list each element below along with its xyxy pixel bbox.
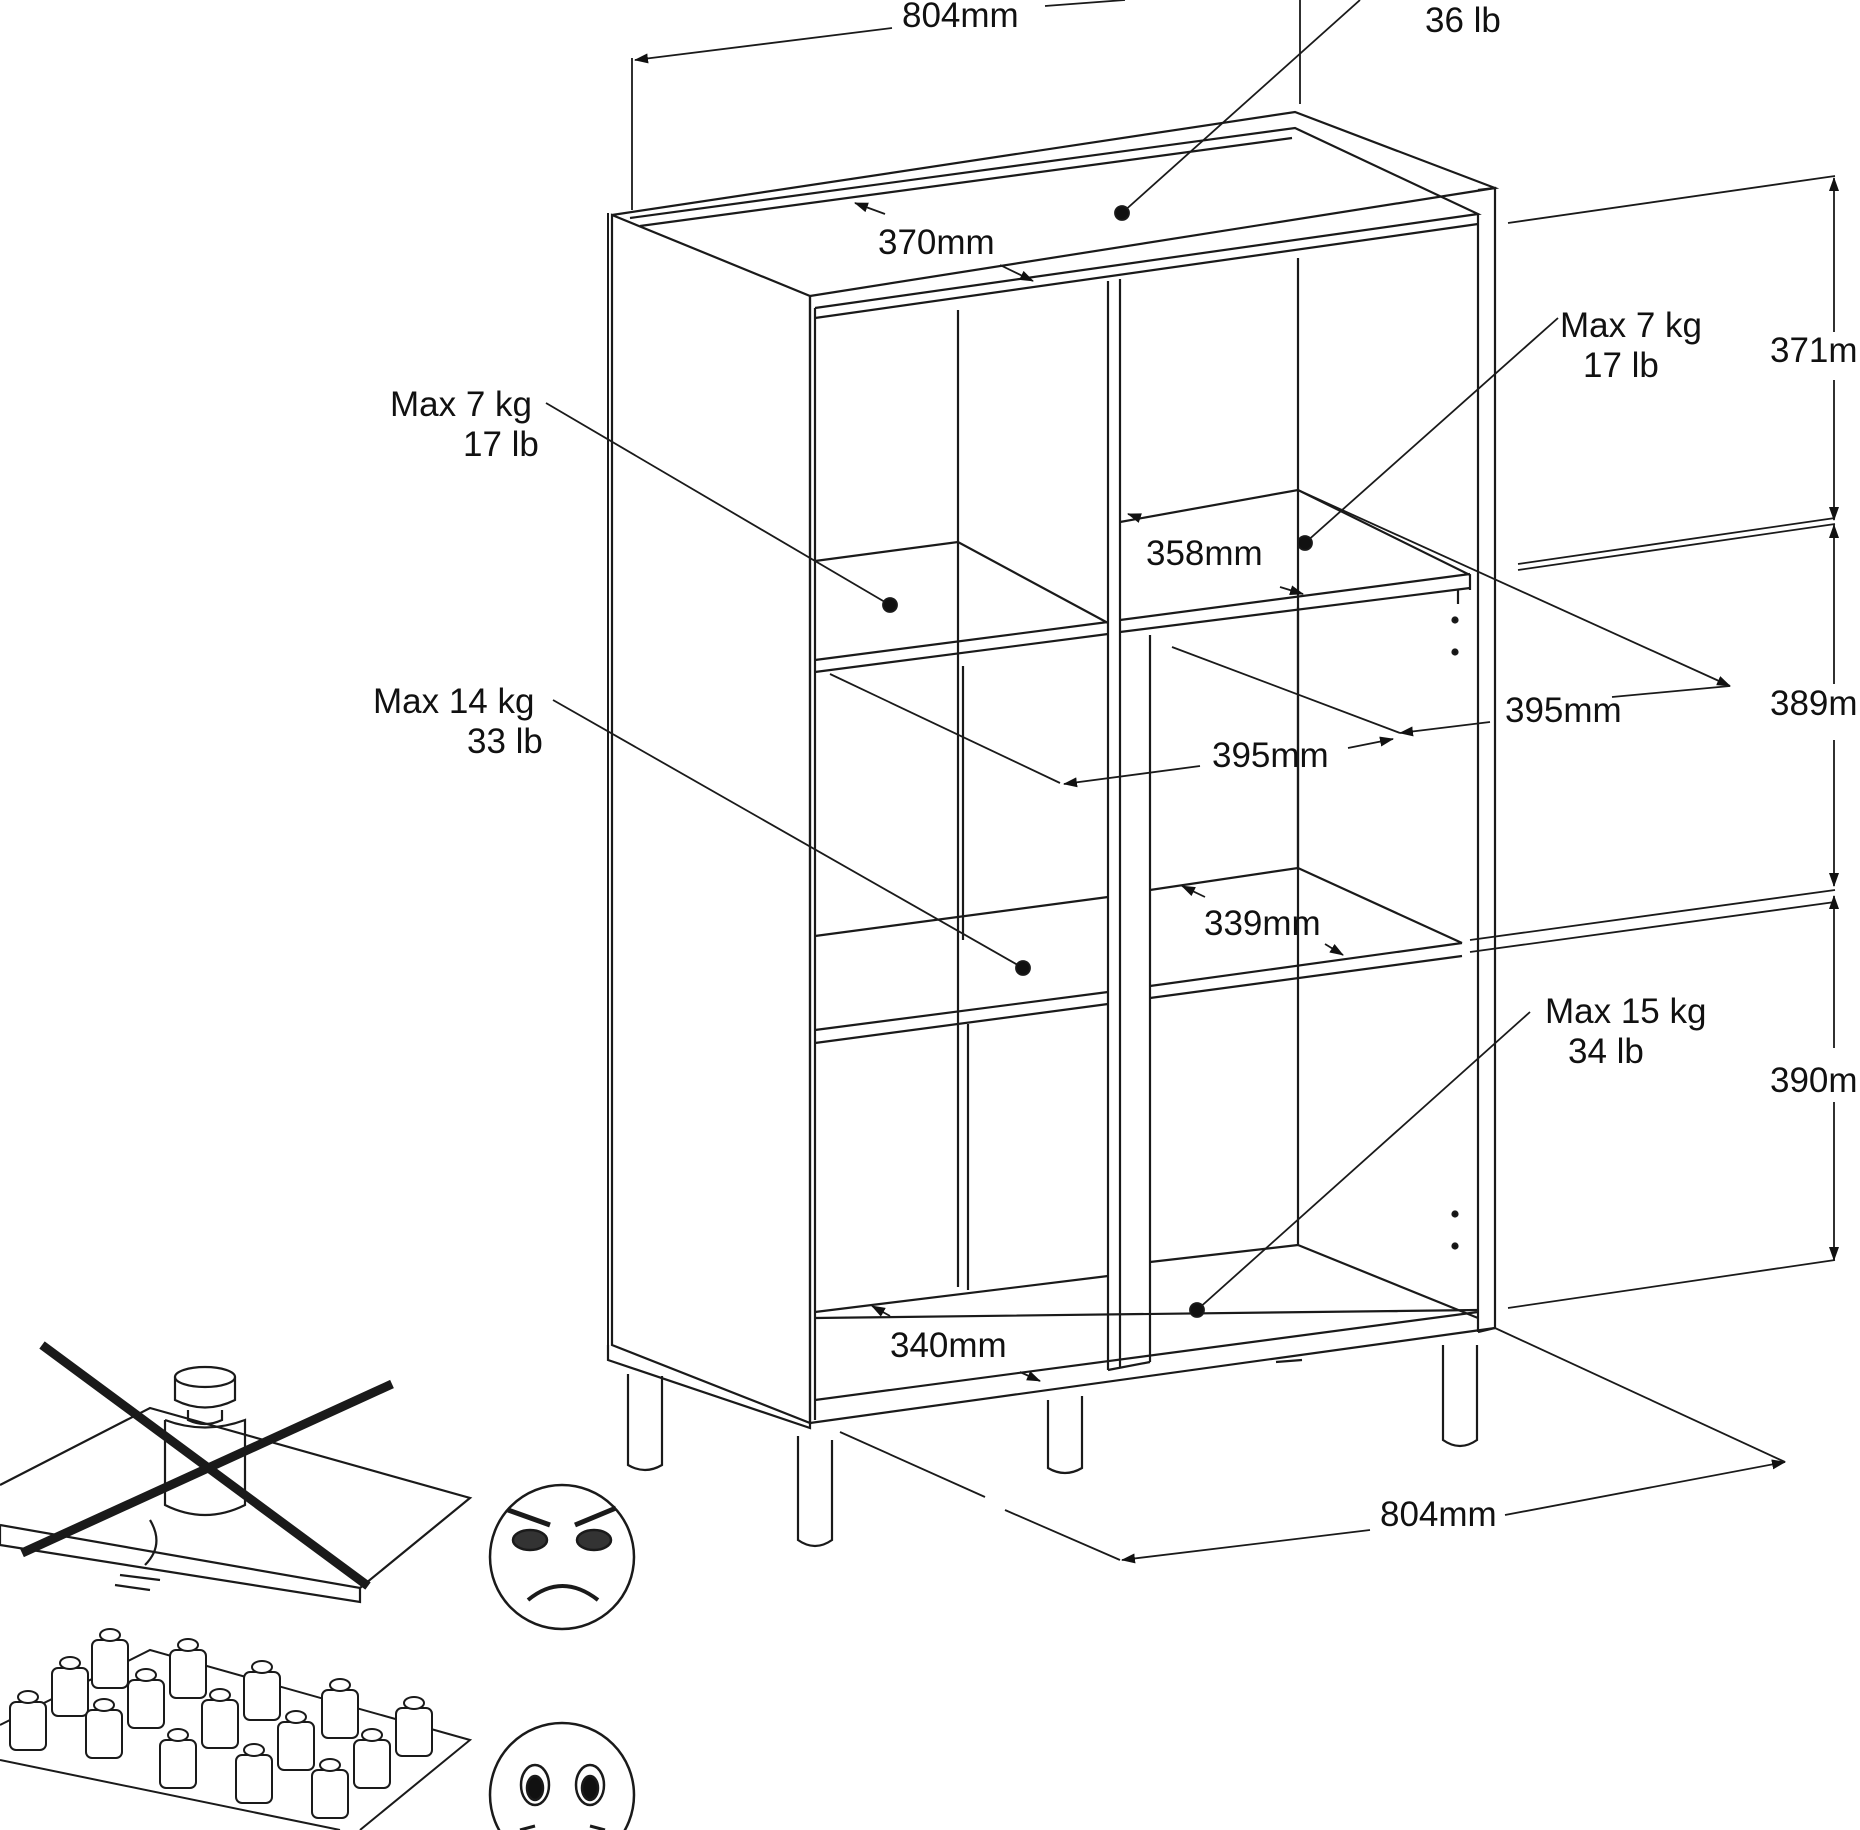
- center-shelf-width-label: 395mm: [1212, 736, 1329, 775]
- top-depth-label: 370mm: [878, 223, 995, 262]
- upper-shelf: [814, 540, 1109, 674]
- bottom-width-label: 804mm: [1380, 1495, 1497, 1534]
- cabinet-drawing: [606, 110, 1500, 1548]
- bottom-right-load-kg: Max 15 kg: [1545, 992, 1706, 1031]
- upper-right-load-kg: Max 7 kg: [1560, 306, 1702, 345]
- lower-shelf: [814, 895, 1109, 1045]
- top-width-label: 804mm: [902, 0, 1019, 35]
- top-compartment-height-label: 371m: [1770, 331, 1858, 370]
- bottom-depth-label: 340mm: [890, 1326, 1007, 1365]
- angry-face-icon: [488, 1483, 636, 1631]
- right-shelf-width-label: 395mm: [1505, 691, 1622, 730]
- center-divider: [1106, 279, 1152, 1372]
- middle-shelf-depth-label: 339mm: [1204, 904, 1321, 943]
- upper-right-load-lb: 17 lb: [1583, 346, 1659, 385]
- right-side-panel: [1477, 186, 1497, 1334]
- middle-compartment-height-label: 389m: [1770, 684, 1858, 723]
- distributed-weights-icon: [0, 1628, 473, 1830]
- bottom-compartment-height-label: 390m: [1770, 1061, 1858, 1100]
- dimension-lines: [545, 0, 1839, 1564]
- worried-face-icon: [488, 1721, 636, 1830]
- middle-left-load-lb: 33 lb: [467, 722, 543, 761]
- top-board: [611, 110, 1500, 298]
- upper-left-load-kg: Max 7 kg: [390, 385, 532, 424]
- bottom-right-load-lb: 34 lb: [1568, 1032, 1644, 1071]
- bottom-board: [809, 1308, 1496, 1425]
- legs: [626, 1345, 1479, 1548]
- upper-shelf-depth-label: 358mm: [1146, 534, 1263, 573]
- top-load-lb: 36 lb: [1425, 1, 1501, 40]
- crossed-out-single-weight-icon: [0, 1341, 473, 1604]
- left-side-panel: [610, 213, 812, 1425]
- upper-left-load-lb: 17 lb: [463, 425, 539, 464]
- middle-left-load-kg: Max 14 kg: [373, 682, 534, 721]
